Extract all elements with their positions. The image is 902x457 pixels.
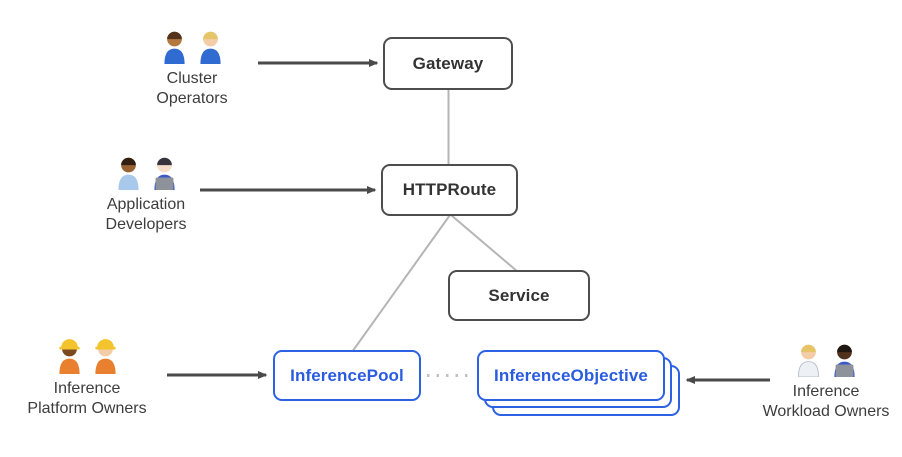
- persona-label-line: Inference: [792, 383, 860, 400]
- persona-label-line: Developers: [105, 216, 187, 233]
- edge-httproute-service: [450, 214, 519, 273]
- inference-objective-stack: InferenceObjective: [477, 350, 680, 416]
- person-figure: [94, 339, 116, 374]
- workload-owners-emoji-icon: [793, 339, 860, 377]
- persona-label-line: Cluster: [166, 70, 218, 87]
- edge-httproute-inferencepool: [351, 214, 451, 353]
- inference-objective-node: InferenceObjective: [477, 350, 665, 401]
- inference-pool-node: InferencePool: [273, 350, 421, 401]
- persona-cluster-operators: Cluster Operators: [112, 26, 272, 109]
- person-figure: [117, 157, 139, 190]
- mechanics-emoji-icon: [159, 26, 226, 64]
- service-node: Service: [448, 270, 590, 321]
- persona-inference-workload-owners: Inference Workload Owners: [746, 339, 902, 422]
- persona-label-line: Inference: [53, 380, 121, 397]
- person-figure: [153, 157, 175, 190]
- persona-inference-platform-owners: Inference Platform Owners: [7, 336, 167, 419]
- construction-workers-emoji-icon: [54, 336, 121, 374]
- person-figure: [58, 339, 80, 374]
- persona-label-line: Application: [106, 196, 186, 213]
- person-figure: [199, 31, 221, 64]
- person-figure: [163, 31, 185, 64]
- persona-application-developers: Application Developers: [66, 152, 226, 235]
- developers-emoji-icon: [113, 152, 180, 190]
- persona-label-line: Operators: [156, 90, 228, 107]
- httproute-node: HTTPRoute: [381, 164, 518, 216]
- person-figure: [833, 344, 855, 377]
- persona-label-line: Platform Owners: [27, 400, 147, 417]
- person-figure: [797, 344, 819, 377]
- gateway-node: Gateway: [383, 37, 513, 90]
- persona-label-line: Workload Owners: [762, 403, 890, 420]
